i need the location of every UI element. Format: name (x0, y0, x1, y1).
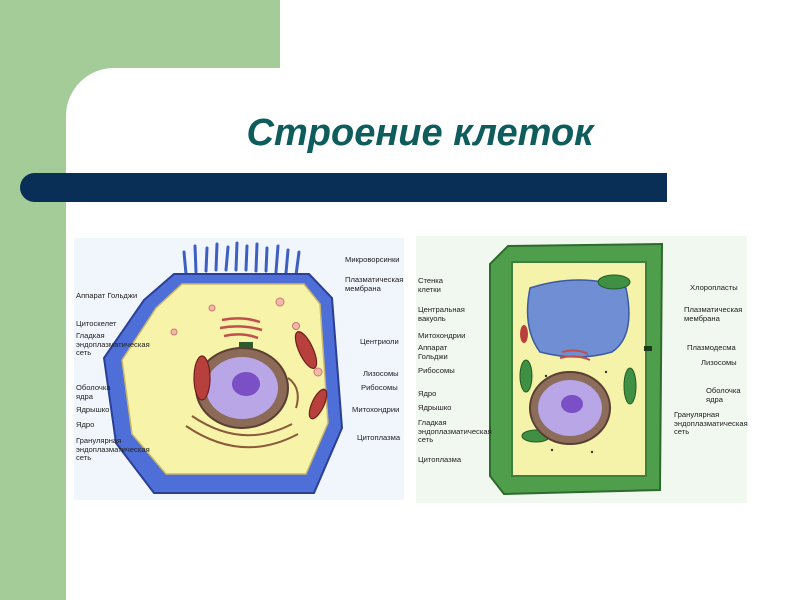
label-microvilli: Микроворсинки (345, 255, 400, 264)
label-nucleolus: Ядрышко (76, 405, 110, 414)
label-rough-er: Гранулярная эндоплазматическая сеть (76, 436, 150, 462)
mitochondrion-shape (193, 355, 211, 401)
label-smooth-er: Гладкая эндоплазматическая сеть (76, 331, 150, 357)
plasmodesma-shape (644, 346, 652, 351)
plant-label-nuclear-envelope: Оболочка ядра (706, 386, 741, 404)
plant-cell-diagram: Стенка клетки Хлоропласты Центральная ва… (416, 236, 748, 503)
lysosome-shapes (170, 297, 323, 377)
plant-label-nucleus: Ядро (418, 389, 437, 398)
plant-label-chloroplasts: Хлоропласты (690, 283, 738, 292)
plant-label-golgi: Аппарат Гольджи (418, 343, 448, 361)
animal-cell-diagram: Микроворсинки Плазматическая мембрана Ап… (74, 238, 404, 500)
label-nucleus: Ядро (76, 420, 95, 429)
plant-golgi-shape (559, 349, 591, 361)
plant-ribosome-shapes (544, 370, 608, 454)
animal-cell-illustration (102, 241, 344, 494)
plant-label-plasma-membrane: Плазматическая мембрана (684, 305, 743, 323)
plant-mitochondrion-shape (520, 325, 528, 343)
plant-label-cell-wall: Стенка клетки (418, 276, 444, 294)
label-nuclear-envelope: Оболочка ядра (76, 383, 111, 401)
plant-label-cytoplasm: Цитоплазма (418, 455, 462, 464)
label-ribosomes: Рибосомы (361, 383, 398, 392)
label-lysosomes: Лизосомы (363, 369, 399, 378)
central-vacuole-shape (526, 279, 630, 358)
plant-label-central-vacuole: Центральная вакуоль (418, 305, 465, 323)
label-centrioles: Центриоли (360, 337, 399, 346)
plant-label-rough-er: Гранулярная эндоплазматическая сеть (674, 410, 748, 436)
plant-label-plasmodesma: Плазмодесма (687, 343, 736, 352)
plant-label-mitochondria: Митохондрии (418, 331, 466, 340)
plant-label-ribosomes: Рибосомы (418, 366, 455, 375)
plant-label-smooth-er: Гладкая эндоплазматическая сеть (418, 418, 492, 444)
centriole-shape (239, 342, 253, 348)
label-golgi: Аппарат Гольджи (76, 291, 138, 300)
microvilli-shapes (182, 241, 301, 277)
plant-nucleolus-shape (561, 395, 583, 413)
label-cytoplasm: Цитоплазма (357, 433, 401, 442)
label-cytoskeleton: Цитоскелет (76, 319, 117, 328)
title-divider-bar (20, 173, 667, 202)
plant-label-lysosomes: Лизосомы (701, 358, 737, 367)
plant-label-nucleolus: Ядрышко (418, 403, 452, 412)
slide-title: Строение клеток (246, 112, 594, 154)
label-mitochondria: Митохондрии (352, 405, 400, 414)
label-plasma-membrane: Плазматическая мембрана (345, 275, 404, 293)
golgi-shape (219, 317, 263, 340)
plant-cell-illustration (489, 242, 664, 496)
nucleolus-shape (232, 372, 260, 396)
mitochondrion-shape (308, 388, 328, 420)
rough-er-shape (185, 377, 299, 449)
mitochondrion-shape (294, 331, 318, 369)
